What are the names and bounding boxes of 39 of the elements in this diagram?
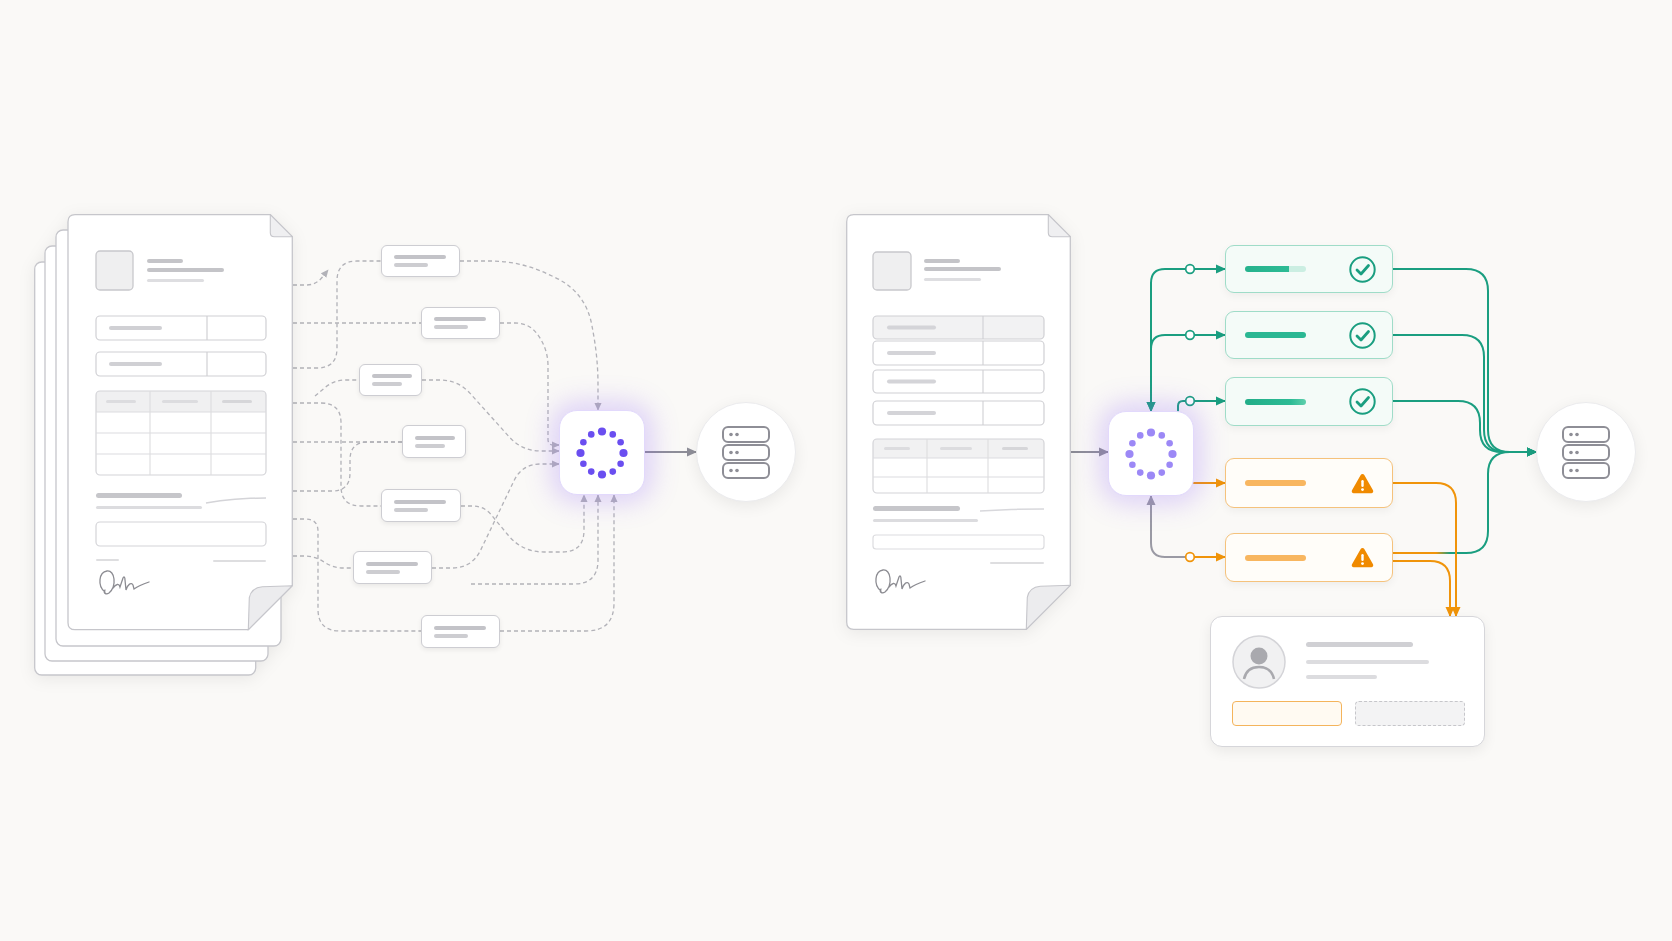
dashed-connector	[292, 518, 422, 632]
dashed-connector	[459, 260, 602, 411]
dashed-connector	[470, 494, 602, 585]
arrow-connector	[1146, 330, 1226, 412]
dashed-connector	[431, 460, 560, 569]
arrow-connector	[644, 447, 697, 457]
dashed-connector	[499, 322, 560, 449]
status-card	[1225, 245, 1393, 293]
document-illustration	[846, 214, 1071, 630]
data-chip	[353, 551, 432, 584]
arrow-connector	[1070, 447, 1109, 457]
dashed-connector	[292, 322, 422, 324]
arrow-connector	[1392, 482, 1461, 617]
dashed-connector	[499, 494, 618, 632]
arrow-connector	[1392, 447, 1537, 554]
data-chip	[381, 245, 460, 277]
status-card	[1225, 377, 1393, 426]
review-card	[1210, 616, 1485, 747]
arrow-connector	[1177, 396, 1226, 412]
dashed-connector	[292, 269, 329, 286]
status-card	[1225, 458, 1393, 508]
arrow-connector	[1392, 560, 1455, 617]
document-stack-illustration	[34, 214, 293, 676]
data-chip	[381, 489, 461, 522]
arrow-connector	[1146, 495, 1226, 562]
data-chip	[359, 364, 422, 396]
processor-tile	[559, 410, 645, 495]
dashed-connector	[292, 260, 382, 369]
data-chip	[421, 307, 500, 339]
dashed-connector	[460, 494, 588, 553]
arrow-connector	[1193, 478, 1226, 488]
status-card	[1225, 533, 1393, 582]
data-chip	[421, 615, 500, 648]
dashed-connector	[292, 555, 354, 569]
processor-tile	[1108, 411, 1194, 496]
data-chip	[402, 425, 466, 458]
dashed-connector	[421, 379, 560, 455]
status-card	[1225, 311, 1393, 359]
dashed-connector	[292, 441, 403, 492]
